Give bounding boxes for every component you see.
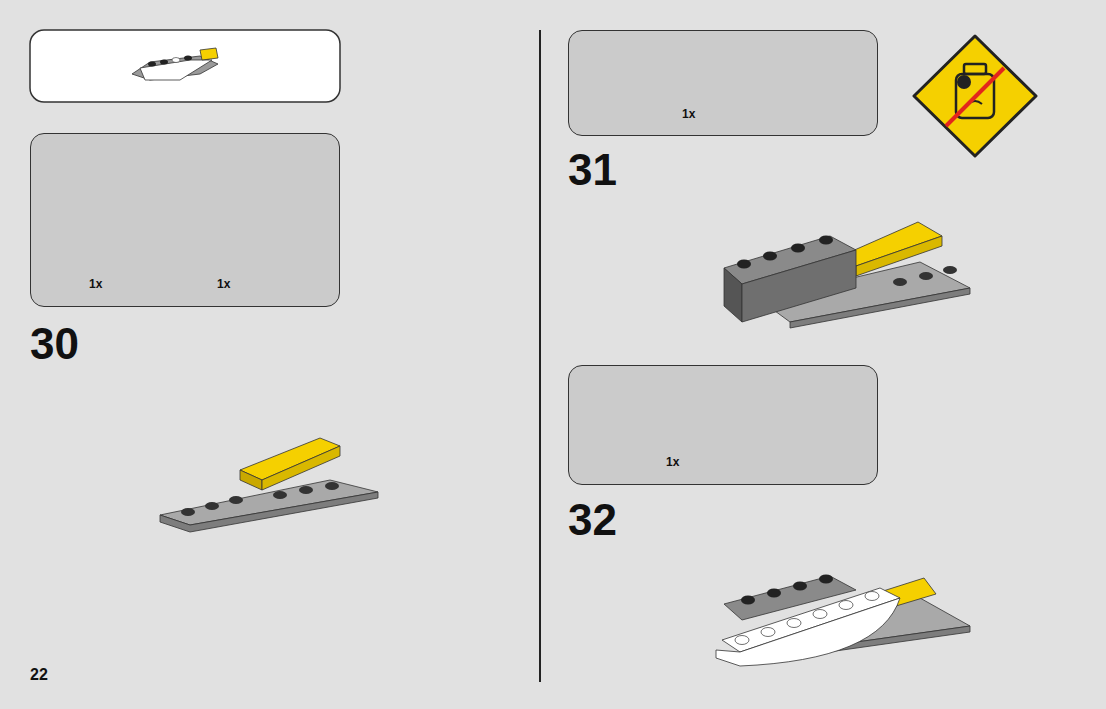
step-number: 30 (30, 322, 79, 366)
part-quantity: 1x (89, 277, 102, 291)
page-number: 22 (30, 667, 48, 683)
page-divider (539, 30, 541, 682)
step32-model (716, 575, 970, 667)
part-quantity: 1x (217, 277, 230, 291)
submodel-box (30, 30, 340, 102)
step-number: 31 (568, 148, 617, 192)
step31-model (724, 222, 970, 328)
parts-callout-box: 1x (568, 365, 878, 485)
step-number: 32 (568, 498, 617, 542)
step30-model (160, 438, 378, 532)
parts-callout-box: 1x (568, 30, 878, 136)
part-quantity: 1x (682, 107, 695, 121)
submodel-preview (132, 48, 218, 80)
parts-callout-box: 1x 1x (30, 133, 340, 307)
warning-sign (914, 36, 1036, 156)
part-quantity: 1x (666, 455, 679, 469)
